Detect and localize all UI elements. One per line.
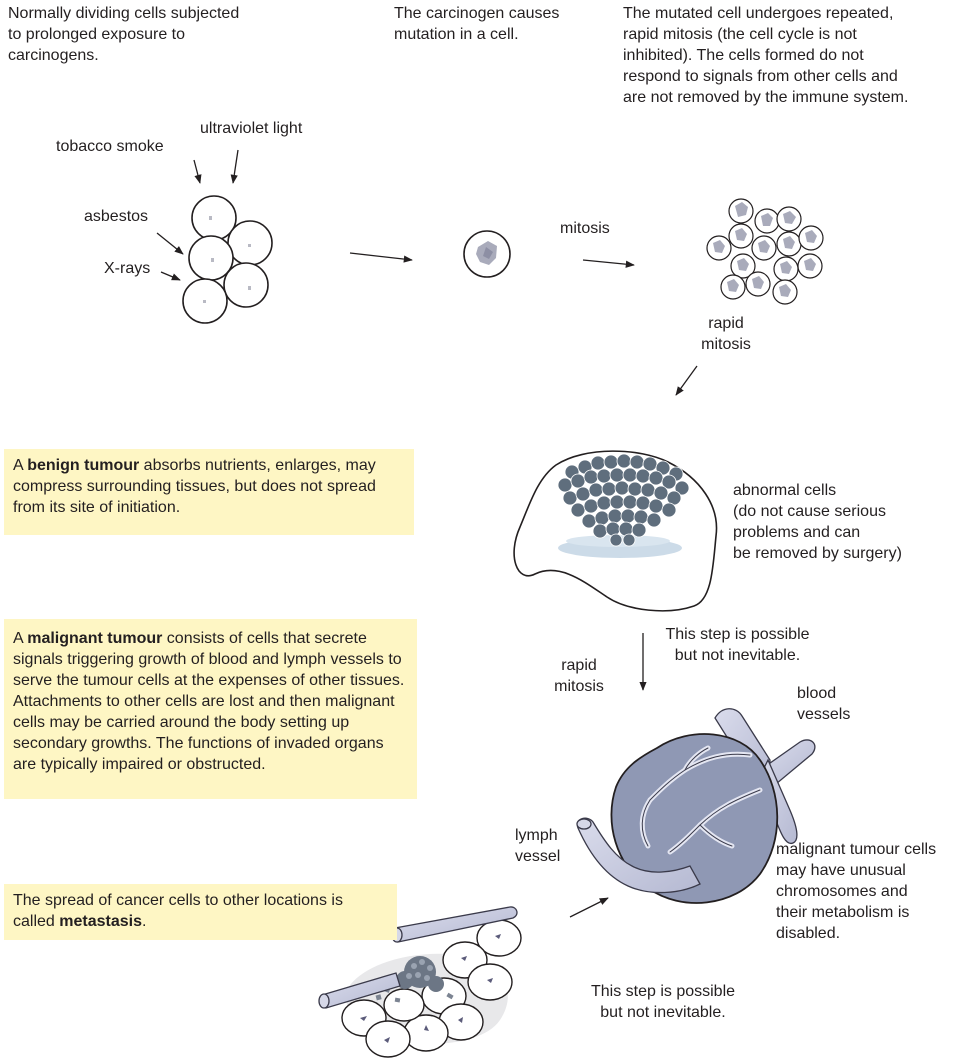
mutated-cell: [464, 231, 510, 277]
dividing-cells-cluster: [707, 199, 823, 304]
benign-tumour-box: A benign tumour absorbs nutrients, enlar…: [4, 449, 414, 535]
benign-pre: A: [13, 457, 27, 474]
tobacco-arrow: [194, 160, 200, 183]
label-mitosis: mitosis: [560, 218, 610, 239]
normal-cell: [224, 263, 268, 307]
benign-term: benign tumour: [27, 457, 139, 474]
label-step-possible-1: This step is possible but not inevitable…: [655, 624, 820, 666]
normal-cell: [228, 221, 272, 265]
rapid-mitosis-arrow-1: [676, 366, 697, 395]
label-asbestos: asbestos: [84, 206, 148, 227]
label-x-rays: X-rays: [104, 258, 150, 279]
label-abnormal-cells: abnormal cells (do not cause serious pro…: [733, 480, 968, 564]
caption-normal-cells: Normally dividing cells subjected to pro…: [8, 3, 328, 66]
uv-arrow: [233, 150, 238, 183]
label-rapid-mitosis-2: rapid mitosis: [549, 655, 609, 697]
asbestos-arrow: [157, 233, 183, 254]
label-blood-vessels: blood vessels: [797, 683, 850, 725]
label-ultraviolet-light: ultraviolet light: [200, 118, 302, 139]
metastasis-box: The spread of cancer cells to other loca…: [4, 884, 397, 940]
normal-cells-cluster: [183, 196, 272, 323]
caption-rapid-mitosis: The mutated cell undergoes repeated, rap…: [623, 3, 972, 108]
malignant-tumour-box: A malignant tumour consists of cells tha…: [4, 619, 417, 799]
label-lymph-vessel: lymph vessel: [515, 825, 560, 867]
label-malignant-cells: malignant tumour cells may have unusual …: [776, 839, 972, 944]
arrow-to-mutated-cell: [350, 253, 412, 260]
xrays-arrow: [161, 272, 180, 280]
malignant-term: malignant tumour: [27, 630, 162, 647]
label-step-possible-2: This step is possible but not inevitable…: [578, 981, 748, 1023]
label-tobacco-smoke: tobacco smoke: [56, 136, 164, 157]
benign-tumour: [514, 451, 716, 611]
label-rapid-mitosis-1: rapid mitosis: [696, 313, 756, 355]
malignant-pre: A: [13, 630, 27, 647]
caption-mutation: The carcinogen causes mutation in a cell…: [394, 3, 614, 45]
mitosis-arrow: [583, 260, 634, 265]
metastasis-arrow: [570, 898, 608, 917]
malignant-post: consists of cells that secrete signals t…: [13, 630, 404, 773]
metastasis-post: .: [142, 913, 146, 930]
metastasis-term: metastasis: [59, 913, 142, 930]
